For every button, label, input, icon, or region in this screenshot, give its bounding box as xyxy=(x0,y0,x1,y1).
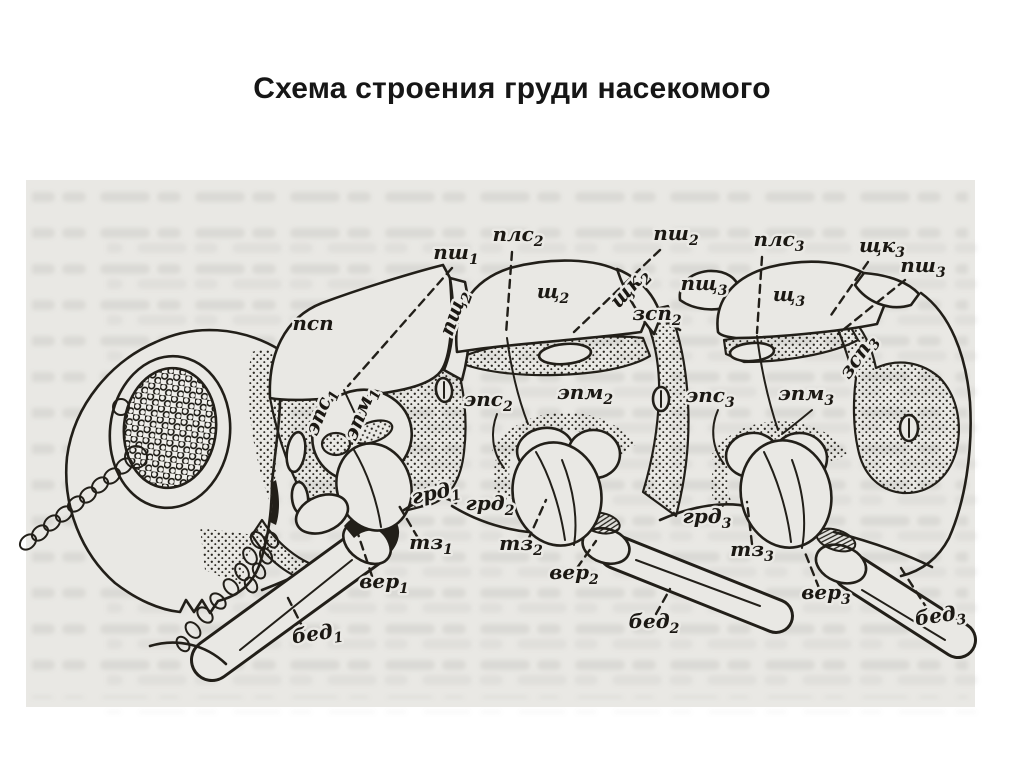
leg-3 xyxy=(709,335,977,659)
leader-lines xyxy=(286,248,930,632)
antenna xyxy=(18,457,134,551)
abdomen-outline xyxy=(899,291,972,578)
meso-meta-pleural-band xyxy=(640,304,690,518)
leg-2 xyxy=(491,337,794,634)
mesopleural-suture xyxy=(506,337,529,425)
label-bed1: бед1 xyxy=(290,618,344,653)
metascutellum-wedge xyxy=(853,271,921,309)
prosternum-lobe xyxy=(294,493,350,535)
mid-coxa xyxy=(511,441,603,547)
label-pls2: плс2 xyxy=(492,222,543,250)
label-tz1: тз1 xyxy=(409,530,453,558)
label-ver3: вер3 xyxy=(801,580,851,608)
label-psh3: пш3 xyxy=(900,253,946,281)
metapostnotum-window xyxy=(728,341,776,363)
label-epm2: эпм2 xyxy=(557,380,613,408)
label-grd3: грд3 xyxy=(683,504,732,532)
propleural-patch-2 xyxy=(350,419,394,445)
mouth-stipple xyxy=(200,528,255,585)
label-psp: псп xyxy=(292,311,333,335)
metathorax-postnotum-region xyxy=(836,314,960,495)
label-tz2: тз2 xyxy=(499,531,543,559)
leader-tz3 xyxy=(745,500,754,546)
fore-tibia-arc xyxy=(148,641,228,666)
propleural-patch-1 xyxy=(320,431,352,457)
mesopleural-wedge xyxy=(493,452,514,505)
hind-coxa-split-2 xyxy=(791,459,806,549)
leader-bed3 xyxy=(899,566,930,612)
label-psh1: пш1 xyxy=(433,240,478,268)
leader-tz1 xyxy=(396,502,420,540)
meso-meta-saddle-line xyxy=(648,308,682,332)
label-schk3: щк3 xyxy=(859,233,905,261)
mid-coxa-split-1 xyxy=(535,451,566,541)
label-shch2: щ2 xyxy=(537,279,570,307)
label-eps3: эпс3 xyxy=(685,383,735,411)
leader-ver1 xyxy=(356,532,374,578)
leader-tz2 xyxy=(526,498,548,542)
label-bed2: бед2 xyxy=(629,609,680,637)
label-grd2: грд2 xyxy=(466,491,515,519)
epimeron-3-line xyxy=(781,409,813,435)
cervical-sclerite-1 xyxy=(285,430,307,474)
mid-coxa-split-2 xyxy=(561,459,577,546)
label-pls3: плс3 xyxy=(753,227,804,255)
head xyxy=(18,328,352,653)
leader-schk3 xyxy=(827,260,870,320)
label-ver1: вер1 xyxy=(359,569,409,597)
episternum-2-curve xyxy=(491,413,505,469)
cheek-dark-sliver xyxy=(270,480,279,525)
propleural-suture-Y xyxy=(343,389,371,445)
label-tz3: тз3 xyxy=(730,537,774,565)
leader-bed1 xyxy=(286,596,306,632)
page-title: Схема строения груди насекомого xyxy=(253,72,771,105)
mesopostnotum-window xyxy=(537,342,593,366)
ocellus xyxy=(112,398,130,416)
labels: пш1 плс2 пш2 плс3 щк3 пш3 псп пщ2 щ2 щк2… xyxy=(288,219,970,653)
label-psh2: пш2 xyxy=(653,221,699,249)
leader-psh1 xyxy=(346,266,454,388)
leader-pls2 xyxy=(504,250,514,336)
label-ver2: вер2 xyxy=(549,560,599,588)
sternum-arc-1 xyxy=(402,496,458,512)
mid-femur-ridge xyxy=(635,559,761,607)
hind-coxa xyxy=(739,439,833,549)
label-shch3: щ3 xyxy=(773,282,806,310)
episternum-3-curve xyxy=(712,409,725,465)
antenna-socket xyxy=(124,445,148,469)
leader-psh3 xyxy=(836,278,907,336)
fore-femur-ridge xyxy=(239,559,353,651)
venter-after-coxa3 xyxy=(832,530,934,569)
maxillary-palps xyxy=(175,530,280,653)
fore-coxa-split xyxy=(353,449,382,528)
leader-ver2 xyxy=(575,539,598,570)
leader-ver3 xyxy=(802,548,821,590)
leader-pls3 xyxy=(755,255,764,335)
label-pshch3: пщ3 xyxy=(681,271,728,299)
hind-coxa-split-1 xyxy=(763,451,792,543)
leader-bed2 xyxy=(654,587,672,616)
label-epm3: эпм3 xyxy=(778,381,834,409)
label-eps2: эпс2 xyxy=(463,387,513,415)
metapleural-suture xyxy=(756,335,779,431)
mesoscutellum-wedge xyxy=(615,267,663,336)
spiracles xyxy=(434,376,920,443)
mesopleural-stipple-arc xyxy=(491,412,636,460)
label-zsp2: зсп2 xyxy=(632,301,681,329)
leader-psh2 xyxy=(572,248,662,334)
metapleural-wedge xyxy=(711,458,732,510)
hind-femur-ridge xyxy=(861,589,946,641)
